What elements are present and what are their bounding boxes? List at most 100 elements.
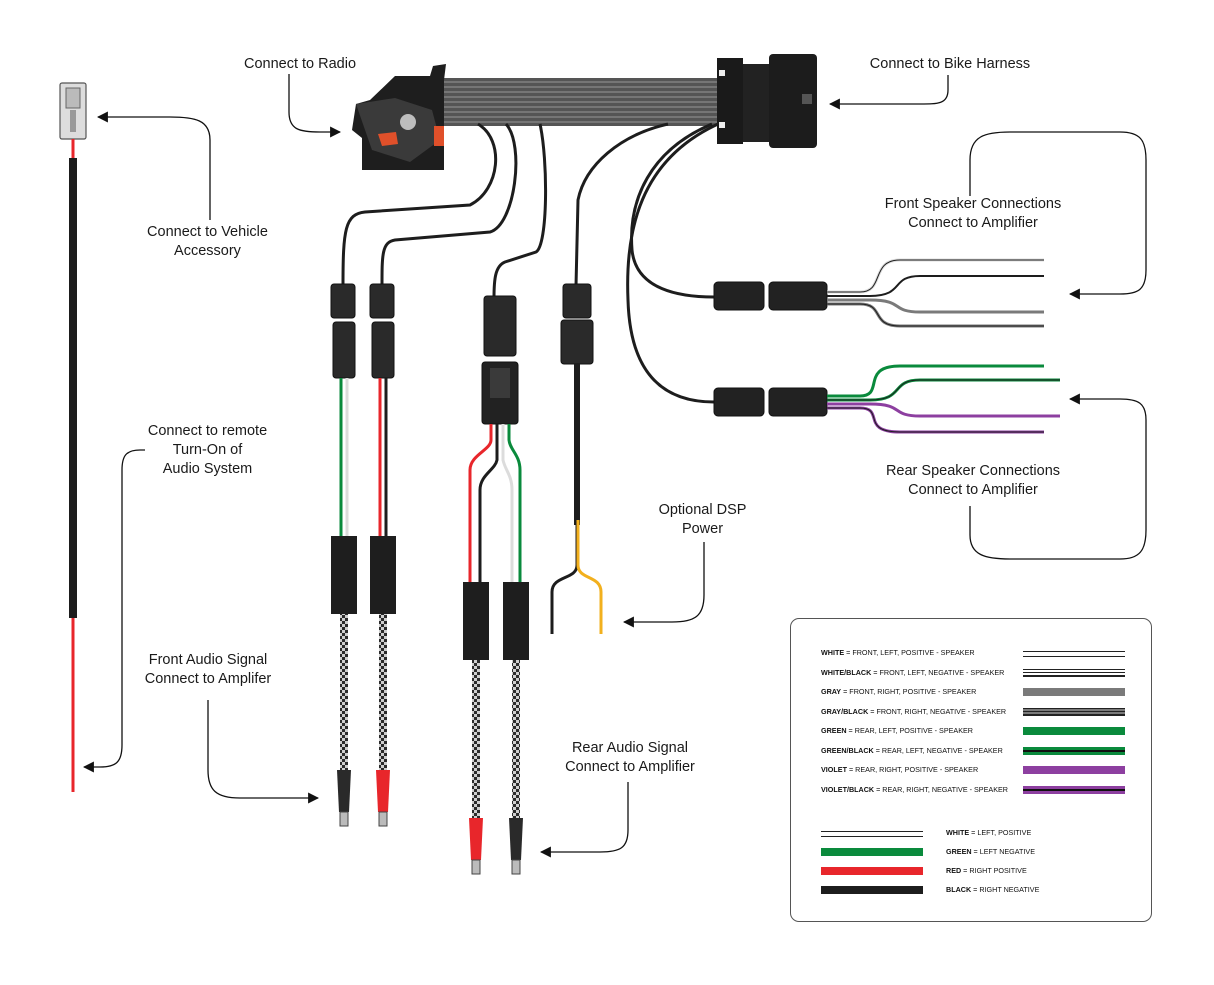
label-line: Connect to Vehicle: [147, 224, 268, 240]
arrow-radio: [288, 74, 342, 138]
legend-text: VIOLET/BLACK = REAR, RIGHT, NEGATIVE - S…: [821, 783, 1008, 797]
legend-speaker-row: WHITE = FRONT, LEFT, POSITIVE - SPEAKER: [791, 646, 1151, 660]
legend-text: GREEN = LEFT NEGATIVE: [946, 845, 1035, 859]
legend-text: WHITE = FRONT, LEFT, POSITIVE - SPEAKER: [821, 646, 975, 660]
legend-color-name: VIOLET: [821, 765, 847, 774]
label-front-audio: Front Audio Signal Connect to Amplifer: [128, 651, 288, 689]
legend-color-name: WHITE: [946, 828, 970, 837]
legend-text: WHITE/BLACK = FRONT, LEFT, NEGATIVE - SP…: [821, 666, 1004, 680]
legend-color-name: VIOLET/BLACK: [821, 784, 875, 794]
legend-rca-row: GREEN = LEFT NEGATIVE: [791, 845, 1151, 859]
legend-speaker-row: WHITE/BLACK = FRONT, LEFT, NEGATIVE - SP…: [791, 666, 1151, 680]
radio-connector: [352, 64, 446, 170]
legend-swatch: [1023, 785, 1125, 794]
legend-desc: = FRONT, RIGHT, NEGATIVE - SPEAKER: [868, 706, 1007, 716]
legend-speaker-row: GREEN = REAR, LEFT, POSITIVE - SPEAKER: [791, 724, 1151, 738]
label-line: Audio System: [162, 461, 253, 477]
legend-color-name: WHITE: [821, 648, 845, 657]
legend-swatch: [821, 848, 923, 856]
legend-swatch: [1023, 688, 1125, 696]
ribbon-cable: [430, 78, 722, 126]
arrow-rear-speaker: [969, 393, 1147, 560]
legend-color-name: GREEN: [821, 726, 847, 735]
legend-color-name: GRAY: [821, 687, 842, 696]
label-line: Accessory: [174, 243, 241, 259]
legend-text: VIOLET = REAR, RIGHT, POSITIVE - SPEAKER: [821, 763, 978, 777]
label-rear-audio: Rear Audio Signal Connect to Amplifier: [550, 739, 710, 777]
legend-swatch: [1023, 651, 1125, 657]
legend-desc: = FRONT, LEFT, NEGATIVE - SPEAKER: [871, 667, 1005, 677]
legend-desc: = RIGHT NEGATIVE: [971, 885, 1040, 894]
legend-desc: = REAR, RIGHT, NEGATIVE - SPEAKER: [874, 784, 1008, 794]
legend-swatch: [1023, 746, 1125, 755]
arrow-front-speaker: [969, 131, 1147, 300]
label-line: Connect to Amplifier: [565, 759, 695, 775]
legend-desc: = REAR, LEFT, NEGATIVE - SPEAKER: [873, 745, 1003, 755]
accessory-wire: [59, 82, 87, 792]
legend-swatch: [821, 886, 923, 894]
legend-swatch: [1023, 707, 1125, 716]
label-connect-radio: Connect to Radio: [230, 55, 370, 74]
callout-arrows: [82, 74, 1147, 858]
legend-text: RED = RIGHT POSITIVE: [946, 864, 1027, 878]
label-connect-bike: Connect to Bike Harness: [860, 55, 1040, 74]
rear-speaker-cable: [626, 122, 1060, 434]
arrow-bike: [828, 75, 949, 110]
legend-color-name: BLACK: [946, 885, 972, 894]
legend-text: GRAY = FRONT, RIGHT, POSITIVE - SPEAKER: [821, 685, 976, 699]
legend-color-name: WHITE/BLACK: [821, 667, 872, 677]
front-rca-cables: [330, 122, 518, 827]
label-line: Connect to Radio: [243, 56, 357, 72]
legend-rca-row: BLACK = RIGHT NEGATIVE: [791, 883, 1151, 897]
front-speaker-cable: [630, 122, 1044, 328]
legend-swatch: [821, 867, 923, 875]
legend-speaker-row: VIOLET/BLACK = REAR, RIGHT, NEGATIVE - S…: [791, 783, 1151, 797]
legend-color-name: GRAY/BLACK: [821, 706, 869, 716]
bike-harness-connector: [717, 54, 817, 148]
label-vehicle-accessory: Connect to Vehicle Accessory: [130, 223, 285, 261]
label-line: Connect to Amplifier: [908, 215, 1038, 231]
label-line: Rear Audio Signal: [571, 740, 689, 756]
legend-text: WHITE = LEFT, POSITIVE: [946, 826, 1031, 840]
label-line: Connect to Amplifier: [908, 482, 1038, 498]
label-line: Connect to remote: [147, 423, 268, 439]
dsp-power-cable: [550, 122, 669, 634]
legend-desc: = RIGHT POSITIVE: [961, 866, 1027, 875]
legend-desc: = LEFT, POSITIVE: [969, 828, 1032, 837]
arrow-accessory: [96, 111, 211, 220]
legend-color-name: RED: [946, 866, 962, 875]
label-line: Optional DSP: [658, 502, 747, 518]
legend-text: GREEN/BLACK = REAR, LEFT, NEGATIVE - SPE…: [821, 744, 1003, 758]
legend-desc: = REAR, LEFT, POSITIVE - SPEAKER: [846, 726, 973, 735]
label-line: Connect to Amplifer: [144, 671, 272, 687]
legend-swatch: [1023, 668, 1125, 677]
legend-desc: = FRONT, LEFT, POSITIVE - SPEAKER: [844, 648, 975, 657]
legend-rca-row: WHITE = LEFT, POSITIVE: [791, 826, 1151, 840]
arrow-remote-turnon: [82, 449, 145, 773]
label-rear-speaker: Rear Speaker Connections Connect to Ampl…: [868, 462, 1078, 500]
label-line: Connect to Bike Harness: [869, 56, 1031, 72]
legend-swatch: [1023, 727, 1125, 735]
legend-text: GRAY/BLACK = FRONT, RIGHT, NEGATIVE - SP…: [821, 705, 1006, 719]
legend-text: BLACK = RIGHT NEGATIVE: [946, 883, 1039, 897]
legend-text: GREEN = REAR, LEFT, POSITIVE - SPEAKER: [821, 724, 973, 738]
legend-speaker-row: VIOLET = REAR, RIGHT, POSITIVE - SPEAKER: [791, 763, 1151, 777]
legend-desc: = FRONT, RIGHT, POSITIVE - SPEAKER: [841, 687, 977, 696]
legend-speaker-row: GREEN/BLACK = REAR, LEFT, NEGATIVE - SPE…: [791, 744, 1151, 758]
arrow-rear-audio: [539, 782, 629, 858]
main-harness: [352, 54, 817, 170]
arrow-dsp: [622, 542, 705, 628]
legend-desc: = REAR, RIGHT, POSITIVE - SPEAKER: [846, 765, 979, 774]
label-line: Power: [681, 521, 724, 537]
arrow-front-audio: [207, 700, 320, 804]
legend-swatch: [821, 831, 923, 837]
label-line: Rear Speaker Connections: [885, 463, 1061, 479]
label-line: Turn-On of: [172, 442, 243, 458]
legend-rca-row: RED = RIGHT POSITIVE: [791, 864, 1151, 878]
label-front-speaker: Front Speaker Connections Connect to Amp…: [868, 195, 1078, 233]
legend-speaker-row: GRAY = FRONT, RIGHT, POSITIVE - SPEAKER: [791, 685, 1151, 699]
legend-color-name: GREEN: [946, 847, 972, 856]
rear-rca-cables: [463, 123, 548, 875]
